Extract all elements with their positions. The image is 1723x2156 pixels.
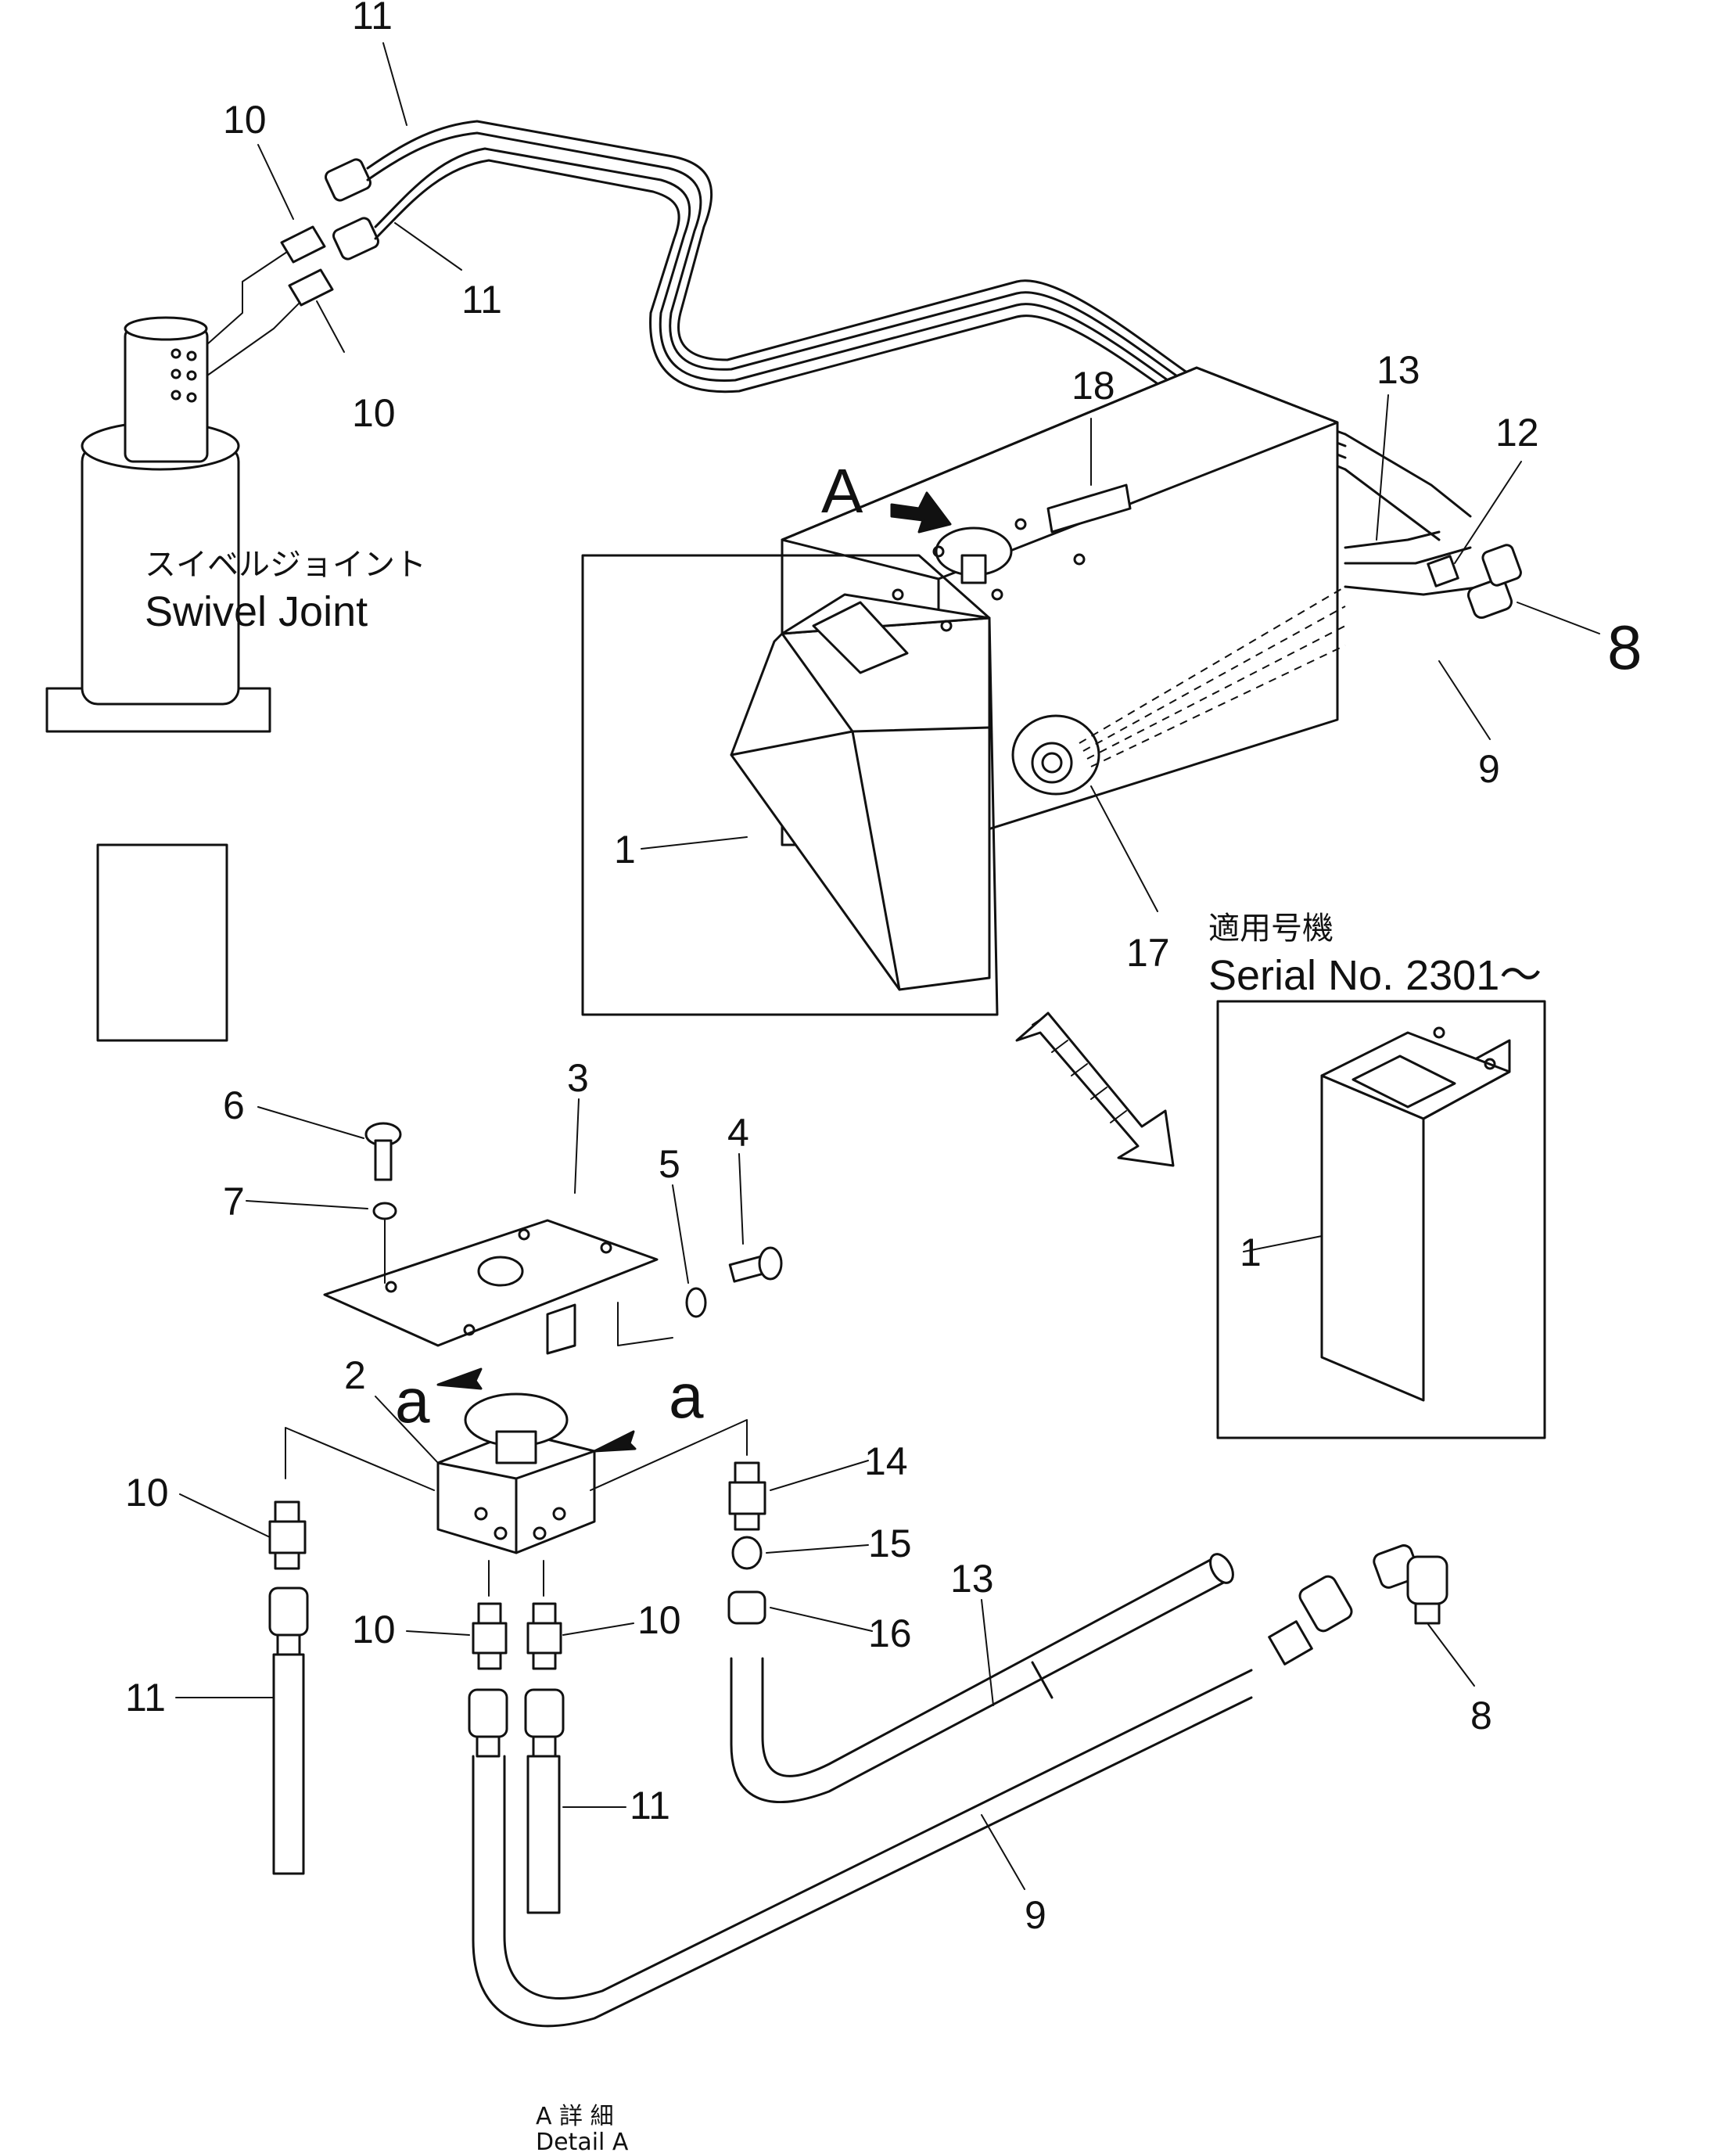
- callout-10-left: 10: [125, 1471, 169, 1515]
- callout-17: 17: [1126, 931, 1170, 975]
- callout-10-b2: 10: [637, 1598, 681, 1642]
- callout-15: 15: [868, 1522, 912, 1565]
- callout-18: 18: [1071, 364, 1115, 408]
- valve-2: [436, 1392, 596, 1554]
- fitting-10-bottom-2: [526, 1602, 562, 1670]
- callout-11-left: 11: [125, 1676, 166, 1719]
- callout-9-bot: 9: [1025, 1893, 1046, 1937]
- callout-7: 7: [223, 1180, 245, 1224]
- hose-13: [730, 1553, 1234, 1803]
- callout-5: 5: [659, 1142, 680, 1186]
- hose-11-left: [268, 1586, 309, 1875]
- callout-6: 6: [223, 1083, 245, 1127]
- inset-cover: [581, 554, 999, 1016]
- detail-label-en: Detail A: [536, 2129, 629, 2156]
- detail-caption: A 詳 細 Detail A: [536, 2103, 629, 2156]
- callout-13-top: 13: [1377, 348, 1420, 392]
- hatched-arrow: [1015, 1012, 1175, 1167]
- swivel-joint-label-jp: スイベルジョイント: [145, 547, 426, 583]
- hose-11-bottom: [468, 1669, 1253, 2028]
- callout-10-top: 10: [223, 98, 267, 142]
- callout-12: 12: [1495, 411, 1539, 455]
- washer-5: [685, 1287, 707, 1318]
- callout-14: 14: [864, 1439, 908, 1483]
- callout-8-big: 8: [1607, 613, 1642, 682]
- bolt-6: [364, 1122, 402, 1181]
- callout-11-mid: 11: [461, 278, 502, 322]
- callout-11-top: 11: [352, 0, 393, 38]
- detail-label-jp: A 詳 細: [536, 2103, 614, 2130]
- view-a-marker: A: [821, 456, 863, 526]
- fitting-10-bottom-1: [472, 1602, 508, 1670]
- serial-label-en: Serial No. 2301～: [1208, 952, 1542, 999]
- swivel-joint: スイベルジョイント Swivel Joint: [45, 316, 426, 1042]
- hose-11-top: [325, 120, 1347, 471]
- callout-8-bot: 8: [1470, 1694, 1492, 1737]
- nut-16: [727, 1590, 766, 1625]
- sleeve-15: [731, 1536, 763, 1570]
- bolt-4: [728, 1246, 783, 1283]
- callout-16: 16: [868, 1612, 912, 1655]
- hose-9-end: [1268, 1575, 1353, 1666]
- serial-inset: 適用号機 Serial No. 2301～: [1208, 911, 1546, 1439]
- callout-10-mid: 10: [352, 391, 396, 435]
- fitting-10-left: [268, 1500, 307, 1570]
- fitting-14: [728, 1461, 766, 1531]
- callout-10-b1: 10: [352, 1608, 396, 1651]
- callout-13-bot: 13: [950, 1557, 994, 1601]
- callout-1-main: 1: [614, 828, 636, 871]
- callout-3: 3: [567, 1056, 589, 1100]
- callout-11-bot: 11: [630, 1784, 670, 1827]
- callout-4: 4: [727, 1111, 749, 1155]
- elbow-8: [1373, 1544, 1448, 1625]
- leader-lines: [175, 42, 1600, 1890]
- arrow-a-right: a: [669, 1361, 704, 1431]
- callout-1-inset: 1: [1240, 1231, 1262, 1274]
- callout-labels: 11 10 11 10 18 13 12 8 9 1 17 1 3 6 7 5 …: [125, 0, 1642, 1937]
- callout-2: 2: [344, 1353, 366, 1397]
- fitting-10-top: [280, 225, 334, 307]
- hoses-right: [1344, 433, 1522, 620]
- callout-9-top: 9: [1478, 747, 1500, 791]
- bracket-plate: [323, 1219, 673, 1355]
- serial-label-jp: 適用号機: [1208, 911, 1334, 947]
- swivel-joint-label-en: Swivel Joint: [145, 588, 368, 635]
- washer-7: [372, 1202, 397, 1220]
- arrow-a-left: a: [395, 1366, 430, 1436]
